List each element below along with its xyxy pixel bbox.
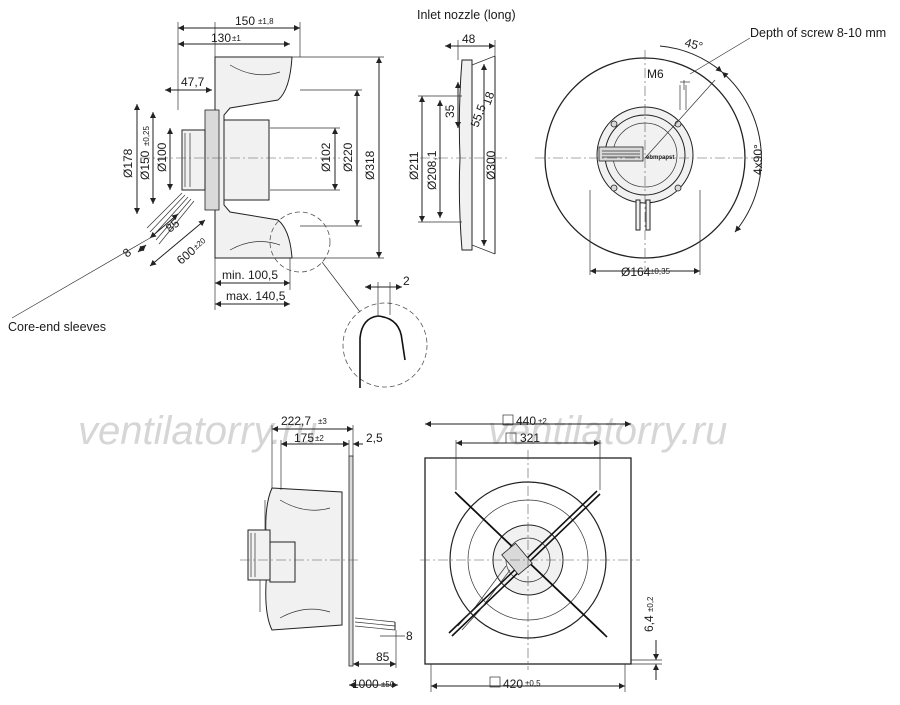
dim-plate-175-tol: ±2 bbox=[315, 434, 324, 443]
dim-plate-sq-420: 420 bbox=[503, 677, 523, 691]
dim-d164-tol: ±0,35 bbox=[650, 267, 671, 276]
screw-hole-bl bbox=[610, 184, 618, 192]
dim-d318: Ø318 bbox=[363, 150, 377, 180]
dim-d220: Ø220 bbox=[341, 142, 355, 172]
side-view: 150 ±1,8 130 ±1 47,7 Ø178 Ø150 ±0,25 Ø10… bbox=[8, 14, 428, 388]
dim-nozzle-48: 48 bbox=[462, 32, 476, 46]
dim-150-tol: ±1,8 bbox=[258, 17, 274, 26]
dim-d150: Ø150 bbox=[138, 150, 152, 180]
front-view: ebmpapst 45° M6 Depth of screw 8-10 mm 4… bbox=[535, 26, 886, 279]
dim-plate-1000: 1000 bbox=[352, 677, 379, 691]
dim-47-7: 47,7 bbox=[181, 75, 205, 89]
label-inlet-nozzle: Inlet nozzle (long) bbox=[417, 8, 516, 22]
dim-min-100-5: min. 100,5 bbox=[222, 268, 278, 282]
dim-d102: Ø102 bbox=[319, 142, 333, 172]
cable-outlet-1 bbox=[635, 199, 641, 231]
dim-angle-4x90: 4x90° bbox=[751, 144, 765, 175]
plate-terminal bbox=[501, 542, 533, 576]
rotor-body bbox=[223, 119, 270, 201]
label-depth-of-screw: Depth of screw 8-10 mm bbox=[750, 26, 886, 40]
dim-angle-45: 45° bbox=[683, 35, 704, 53]
detail-zoom-circle bbox=[342, 302, 428, 388]
detail-marker-circle bbox=[269, 211, 331, 273]
dim-plate-sq-420-tol: ±0,5 bbox=[525, 679, 541, 688]
dim-nozzle-d208-1: Ø208,1 bbox=[425, 150, 439, 190]
dim-nozzle-d211: Ø211 bbox=[407, 151, 421, 180]
dim-plate-6-4: 6,4 bbox=[642, 615, 656, 632]
dim-130: 130 bbox=[211, 31, 231, 45]
dim-150: 150 bbox=[235, 14, 255, 28]
stator-hub bbox=[181, 129, 206, 191]
dim-d164: Ø164 bbox=[621, 265, 651, 279]
dim-plate-85: 85 bbox=[376, 650, 390, 664]
dim-cable-600-tol: ±20 bbox=[192, 236, 208, 252]
dim-130-tol: ±1 bbox=[232, 34, 241, 43]
front-brand: ebmpapst bbox=[646, 155, 674, 161]
nozzle-profile bbox=[458, 59, 473, 251]
dim-plate-222-7-tol: ±3 bbox=[318, 417, 327, 426]
dim-max-140-5: max. 140,5 bbox=[226, 289, 286, 303]
dim-detail-2: 2 bbox=[403, 274, 410, 288]
dim-plate-sq-440: 440 bbox=[516, 414, 536, 428]
dim-d100: Ø100 bbox=[155, 142, 169, 172]
motor-flange bbox=[204, 109, 220, 211]
dim-plate-sq-440-tol: ±2 bbox=[538, 417, 547, 426]
dim-plate-8: 8 bbox=[406, 629, 413, 643]
dim-plate-sq-321: 321 bbox=[520, 431, 540, 445]
inlet-nozzle-view: Inlet nozzle (long) 48 35 55,5 18 Ø211 Ø… bbox=[407, 8, 516, 255]
dim-cable-8: 8 bbox=[120, 245, 134, 260]
dim-plate-6-4-tol: ±0,2 bbox=[646, 596, 655, 612]
dim-m6: M6 bbox=[647, 67, 664, 81]
dim-plate-1000-tol: ±50 bbox=[381, 680, 395, 689]
dim-plate-2-5: 2,5 bbox=[366, 431, 383, 445]
screw-hole-tl bbox=[610, 120, 618, 128]
dim-plate-175: 175 bbox=[294, 431, 314, 445]
dim-d178: Ø178 bbox=[121, 148, 135, 178]
cable-outlet-2 bbox=[645, 199, 651, 231]
dim-plate-222-7: 222,7 bbox=[281, 414, 311, 428]
plate-front-view: 440 ±2 321 420 ±0,5 6,4 ±0,2 bbox=[420, 414, 662, 692]
impeller-silhouette bbox=[214, 56, 293, 259]
label-core-end-sleeves: Core-end sleeves bbox=[8, 320, 106, 334]
plate-side-view: 222,7 ±3 175 ±2 2,5 8 85 1000 ±50 bbox=[240, 414, 413, 691]
mounting-plate-edge bbox=[348, 455, 354, 667]
screw-hole-br bbox=[674, 184, 682, 192]
dim-nozzle-d300: Ø300 bbox=[484, 150, 498, 180]
dim-nozzle-35: 35 bbox=[443, 104, 457, 118]
dim-d150-tol: ±0,25 bbox=[142, 125, 151, 146]
